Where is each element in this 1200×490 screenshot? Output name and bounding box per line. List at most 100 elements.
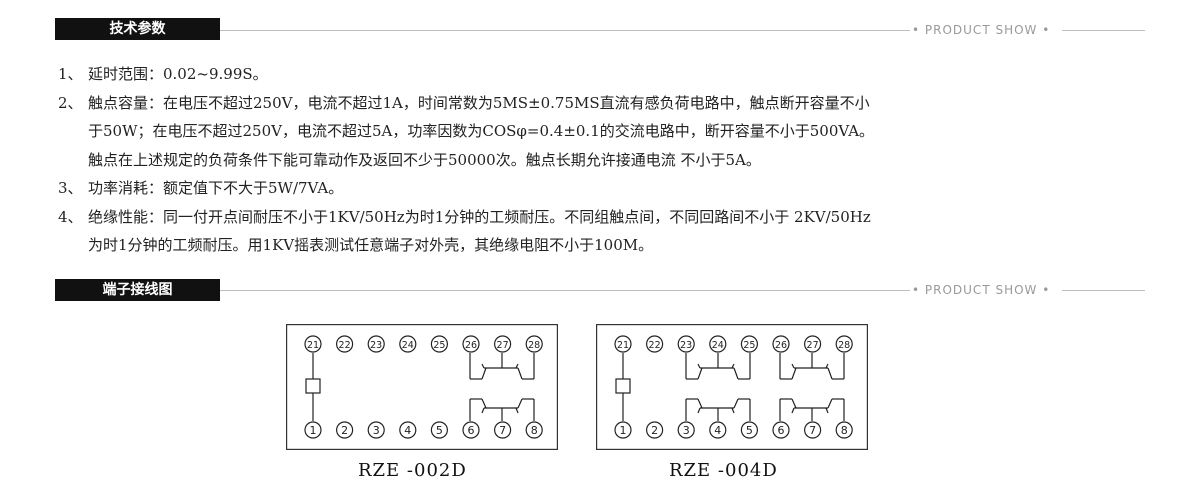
terminal-circle <box>835 335 853 353</box>
terminal-label: 25 <box>433 340 445 351</box>
terminal-circle <box>399 421 417 439</box>
spec-number: 3、 <box>58 179 83 197</box>
terminal-circle <box>835 421 853 439</box>
terminal-label: 21 <box>617 340 629 351</box>
terminal-label: 4 <box>714 424 721 437</box>
contact-group-lower-left-icon <box>685 398 751 421</box>
contact-group-upper-icon <box>469 353 535 380</box>
terminal-circle <box>525 421 543 439</box>
terminal-label: 5 <box>436 424 443 437</box>
top-terminal-row: 21 22 23 24 25 26 27 28 <box>304 335 543 353</box>
terminal-label: 6 <box>468 424 475 437</box>
terminal-label: 21 <box>307 340 319 351</box>
terminal-circle <box>462 335 480 353</box>
diagram-caption: RZE -002D <box>358 460 467 481</box>
terminal-label: 3 <box>373 424 380 437</box>
section-divider-line <box>1062 290 1145 291</box>
terminal-label: 1 <box>620 424 627 437</box>
contact-group-upper-right-icon <box>779 353 845 380</box>
terminal-label: 2 <box>341 424 348 437</box>
terminal-circle <box>740 335 758 353</box>
terminal-circle <box>367 421 385 439</box>
terminal-label: 5 <box>746 424 753 437</box>
terminal-label: 22 <box>649 340 661 351</box>
terminal-label: 8 <box>531 424 538 437</box>
terminal-circle <box>677 335 695 353</box>
terminal-label: 28 <box>528 340 540 351</box>
terminal-circle <box>494 421 512 439</box>
spec-item-4: 4、 绝缘性能：同一付开点间耐压不小于1KV/50Hz为时1分钟的工频耐压。不同… <box>58 203 1158 260</box>
terminal-circle <box>645 335 664 353</box>
terminal-circle <box>462 421 480 439</box>
terminal-label: 22 <box>339 340 351 351</box>
spec-item-3: 3、 功率消耗：额定值下不大于5W/7VA。 <box>58 174 1158 203</box>
spec-line: 触点在上述规定的负荷条件下能可靠动作及返回不少于50000次。触点长期允许接通电… <box>88 150 761 169</box>
terminal-circle <box>740 421 758 439</box>
terminal-label: 24 <box>712 340 724 351</box>
terminal-circle <box>430 335 448 353</box>
spec-line: 触点容量：在电压不超过250V，电流不超过1A，时间常数为5MS±0.75MS直… <box>88 93 870 112</box>
spec-number: 1、 <box>58 65 83 83</box>
terminal-label: 7 <box>809 424 816 437</box>
spec-line: 为时1分钟的工频耐压。用1KV摇表测试任意端子对外壳，其绝缘电阻不小于100M。 <box>88 236 654 254</box>
terminal-label: 6 <box>778 424 785 437</box>
terminal-circle <box>645 421 664 439</box>
terminal-circle <box>335 421 354 439</box>
spec-line: 绝缘性能：同一付开点间耐压不小于1KV/50Hz为时1分钟的工频耐压。不同组触点… <box>88 207 871 226</box>
spec-number: 4、 <box>58 207 83 226</box>
section-title-tech-params: 技术参数 <box>55 18 220 40</box>
terminal-circle <box>399 335 417 353</box>
spec-list: 1、 延时范围：0.02~9.99S。 2、 触点容量：在电压不超过250V，电… <box>58 60 1158 260</box>
section-divider-line <box>220 290 910 291</box>
terminal-circle <box>772 335 790 353</box>
terminal-circle <box>614 421 632 439</box>
section-tagline: • PRODUCT SHOW • <box>912 283 1051 297</box>
terminal-label: 24 <box>402 340 414 351</box>
terminal-circle <box>772 421 790 439</box>
section-divider-line <box>1062 30 1145 31</box>
contact-group-lower-icon <box>469 398 535 421</box>
bottom-terminal-row: 1 2 3 4 5 6 7 8 <box>304 421 543 439</box>
terminal-circle <box>367 335 385 353</box>
bottom-terminal-row: 1 2 3 4 5 6 7 8 <box>614 421 853 439</box>
section-tagline: • PRODUCT SHOW • <box>912 23 1051 37</box>
terminal-circle <box>804 421 822 439</box>
terminal-label: 26 <box>465 340 477 351</box>
relay-coil-icon <box>615 378 631 394</box>
spec-line: 于50W；在电压不超过250V，电流不超过5A，功率因数为COSφ=0.4±0.… <box>88 122 875 140</box>
terminal-label: 27 <box>497 340 509 351</box>
terminal-circle <box>494 335 512 353</box>
spec-number: 2、 <box>58 93 83 112</box>
terminal-label: 2 <box>651 424 658 437</box>
terminal-label: 23 <box>680 340 692 351</box>
contact-group-upper-left-icon <box>685 353 751 380</box>
terminal-circle <box>304 335 322 353</box>
contact-group-lower-right-icon <box>779 398 845 421</box>
terminal-label: 1 <box>310 424 317 437</box>
section-title-terminal-wiring: 端子接线图 <box>55 279 220 301</box>
section-divider-line <box>220 30 910 31</box>
terminal-circle <box>614 335 632 353</box>
terminal-label: 8 <box>841 424 848 437</box>
terminal-label: 28 <box>838 340 850 351</box>
spec-line: 功率消耗：额定值下不大于5W/7VA。 <box>88 179 344 197</box>
terminal-label: 7 <box>499 424 506 437</box>
terminal-label: 23 <box>370 340 382 351</box>
terminal-circle <box>525 335 543 353</box>
terminal-label: 3 <box>683 424 690 437</box>
spec-item-1: 1、 延时范围：0.02~9.99S。 <box>58 60 1158 89</box>
terminal-circle <box>677 421 695 439</box>
terminal-circle <box>430 421 448 439</box>
terminal-circle <box>709 335 727 353</box>
terminal-circle <box>304 421 322 439</box>
diagram-caption: RZE -004D <box>669 460 778 481</box>
terminal-label: 4 <box>404 424 411 437</box>
spec-line: 延时范围：0.02~9.99S。 <box>88 65 268 83</box>
terminal-label: 26 <box>775 340 787 351</box>
terminal-label: 27 <box>807 340 819 351</box>
spec-item-2: 2、 触点容量：在电压不超过250V，电流不超过1A，时间常数为5MS±0.75… <box>58 89 1158 175</box>
relay-coil-icon <box>305 378 321 394</box>
